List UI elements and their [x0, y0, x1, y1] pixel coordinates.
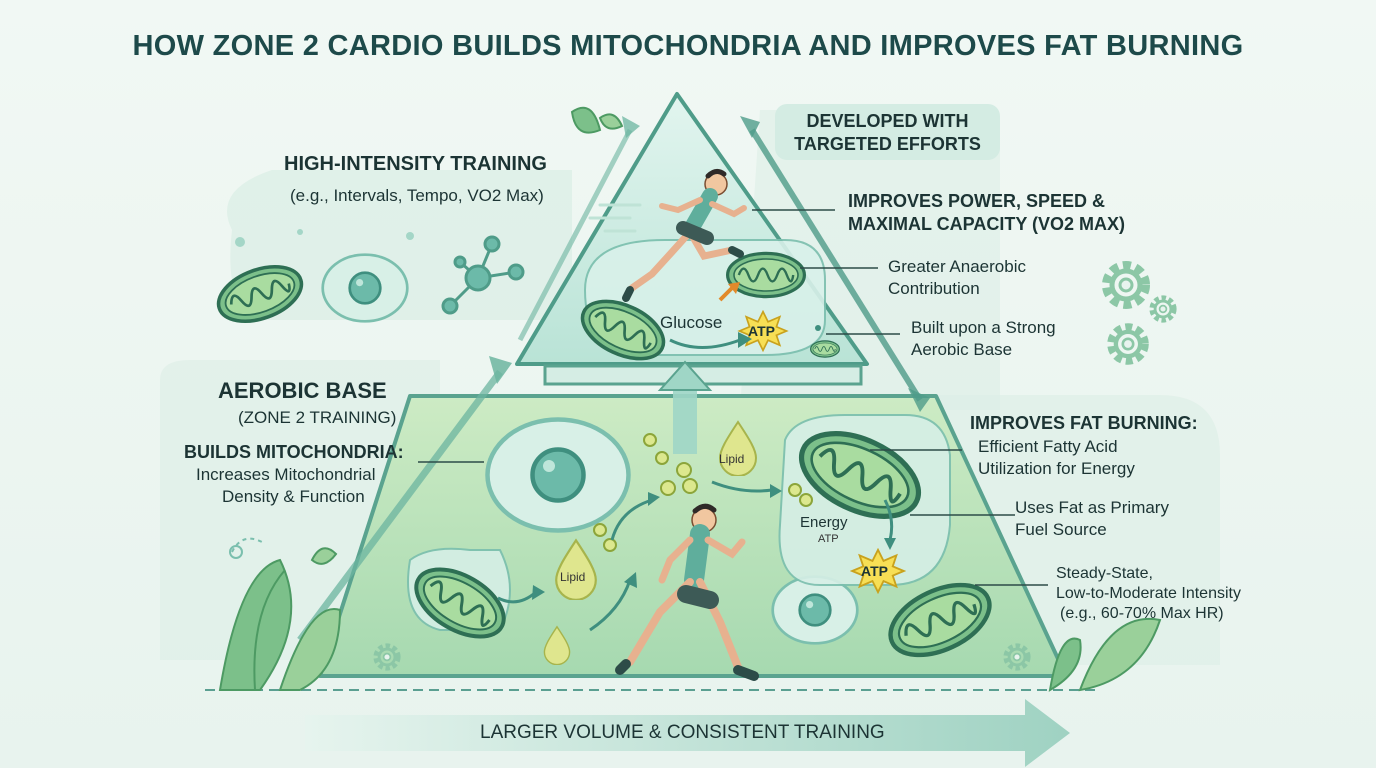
cell-icon [488, 420, 629, 531]
cell-icon [321, 253, 409, 323]
leaf-icon [570, 106, 624, 134]
page-title: HOW ZONE 2 CARDIO BUILDS MITOCHONDRIA AN… [132, 30, 1244, 62]
fuel-source-line2: Fuel Source [1015, 520, 1107, 539]
leaf-icon [310, 547, 338, 565]
atp-label-base: ATP [861, 563, 888, 579]
footer-arrow-icon [305, 699, 1070, 767]
power-benefit-line2: MAXIMAL CAPACITY (VO2 MAX) [848, 214, 1126, 234]
energy-label: Energy [800, 514, 848, 531]
mitochondrion-icon [726, 251, 806, 299]
anaerobic-line1: Greater Anaerobic [888, 257, 1026, 276]
builds-mito-line1: Increases Mitochondrial [196, 465, 376, 484]
glucose-label: Glucose [660, 313, 723, 332]
gear-icon [1152, 298, 1175, 321]
built-upon-line2: Aerobic Base [911, 340, 1013, 359]
atp-label-top: ATP [748, 323, 775, 339]
gear-icon [1006, 646, 1029, 669]
intensity-line2: Low-to-Moderate Intensity [1056, 585, 1241, 602]
runner-icon [588, 168, 747, 302]
fuel-source-line1: Uses Fat as Primary [1015, 498, 1169, 517]
leader-lines [418, 209, 1048, 586]
developed-banner-line2: TARGETED EFFORTS [794, 134, 981, 154]
gear-icon [1106, 265, 1146, 305]
developed-banner-line1: DEVELOPED WITH [806, 111, 969, 131]
fat-burning-line1: Efficient Fatty Acid [978, 437, 1118, 456]
up-arrow-icon [657, 360, 713, 391]
high-intensity-examples: (e.g., Intervals, Tempo, VO2 Max) [290, 186, 544, 205]
lipid-label-upper: Lipid [719, 452, 745, 466]
built-upon-line1: Built upon a Strong [911, 318, 1056, 337]
right-descent-arrow [749, 128, 923, 402]
high-intensity-heading: HIGH-INTENSITY TRAINING [284, 153, 547, 175]
gear-icon [1111, 327, 1146, 362]
leaf-icon [1048, 617, 1162, 692]
energy-atp-label: ATP [818, 533, 839, 545]
lipid-label-lower: Lipid [560, 570, 586, 584]
developed-banner [775, 104, 1000, 160]
builds-mito-heading: BUILDS MITOCHONDRIA: [184, 442, 404, 462]
power-benefit-line1: IMPROVES POWER, SPEED & [848, 191, 1106, 211]
runner-icon [615, 503, 759, 681]
leaf-icon [218, 558, 342, 691]
fat-burning-line2: Utilization for Energy [978, 459, 1135, 478]
molecule-icon [441, 235, 525, 315]
builds-mito-line2: Density & Function [222, 487, 365, 506]
footer-arrow-label: LARGER VOLUME & CONSISTENT TRAINING [480, 722, 885, 743]
intensity-line1: Steady-State, [1056, 565, 1153, 582]
intensity-line3: (e.g., 60-70% Max HR) [1060, 605, 1224, 622]
anaerobic-line2: Contribution [888, 279, 980, 298]
aerobic-base-subheading: (ZONE 2 TRAINING) [238, 408, 397, 427]
aerobic-base-heading: AEROBIC BASE [218, 378, 387, 403]
fat-burning-heading: IMPROVES FAT BURNING: [970, 413, 1198, 433]
gear-icon [376, 646, 399, 669]
left-rise-arrow [297, 369, 503, 643]
cell-icon [771, 575, 859, 645]
